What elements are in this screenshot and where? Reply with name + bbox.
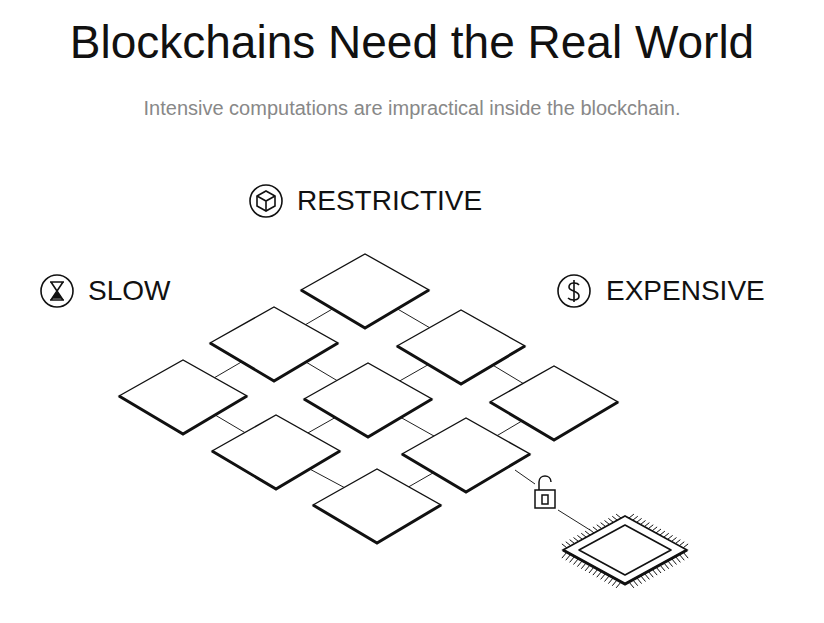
restrictive-icon bbox=[250, 185, 282, 217]
block-edge bbox=[313, 505, 441, 543]
chip-die bbox=[579, 525, 671, 575]
chip-pin bbox=[641, 521, 646, 525]
chip-pin bbox=[608, 518, 613, 522]
block bbox=[304, 363, 432, 437]
block bbox=[212, 415, 340, 489]
block bbox=[119, 360, 247, 434]
chip-pin bbox=[605, 521, 610, 525]
chip-pin bbox=[660, 531, 665, 535]
block-edge bbox=[402, 454, 530, 492]
chip-pin bbox=[577, 535, 582, 539]
chip-pin bbox=[668, 535, 673, 539]
chip-pin bbox=[585, 531, 590, 535]
block-edge bbox=[212, 451, 340, 489]
chip-pin bbox=[648, 525, 653, 529]
chip-pin bbox=[629, 514, 634, 518]
chip-pin bbox=[633, 516, 638, 520]
block-edge bbox=[119, 396, 247, 434]
lock-wire bbox=[515, 470, 590, 530]
chip-pin bbox=[672, 538, 677, 542]
subtitle: Intensive computations are impractical i… bbox=[144, 97, 681, 120]
chip-pin bbox=[637, 518, 642, 522]
chip-pin bbox=[589, 529, 594, 533]
lock-icon bbox=[535, 476, 555, 508]
chip-pin bbox=[593, 527, 598, 531]
block bbox=[210, 307, 338, 381]
block bbox=[397, 310, 525, 384]
chip-pin bbox=[675, 540, 680, 544]
slow-icon bbox=[41, 275, 73, 307]
block bbox=[301, 254, 429, 328]
property-label: RESTRICTIVE bbox=[297, 185, 482, 217]
chip-pin bbox=[679, 542, 684, 546]
block-edge bbox=[210, 343, 338, 381]
block bbox=[313, 469, 441, 543]
chip-pin bbox=[570, 540, 575, 544]
chip-pin bbox=[683, 544, 688, 548]
block bbox=[402, 418, 530, 492]
chip-pin bbox=[644, 523, 649, 527]
page-title: Blockchains Need the Real World bbox=[70, 15, 754, 69]
chip-body bbox=[563, 516, 687, 584]
chip-edge bbox=[563, 550, 687, 584]
block bbox=[490, 366, 618, 440]
chip-pin bbox=[652, 527, 657, 531]
block-edge bbox=[301, 290, 429, 328]
chip-pin bbox=[562, 544, 567, 548]
blocks bbox=[119, 254, 618, 543]
property-label: EXPENSIVE bbox=[606, 275, 765, 307]
chip-pin bbox=[664, 533, 669, 537]
block-edge bbox=[490, 402, 618, 440]
chip-pin bbox=[566, 542, 571, 546]
chip-pin bbox=[601, 523, 606, 527]
chip-pin bbox=[581, 533, 586, 537]
chip-symbol bbox=[562, 514, 688, 588]
chip-pin bbox=[612, 516, 617, 520]
chip-pin bbox=[574, 538, 579, 542]
property-label: SLOW bbox=[88, 275, 170, 307]
chip-pin bbox=[656, 529, 661, 533]
expensive-icon bbox=[558, 275, 590, 307]
block-edge bbox=[397, 346, 525, 384]
block-edge bbox=[304, 399, 432, 437]
chip-pin bbox=[597, 525, 602, 529]
chip-pin bbox=[616, 514, 621, 518]
